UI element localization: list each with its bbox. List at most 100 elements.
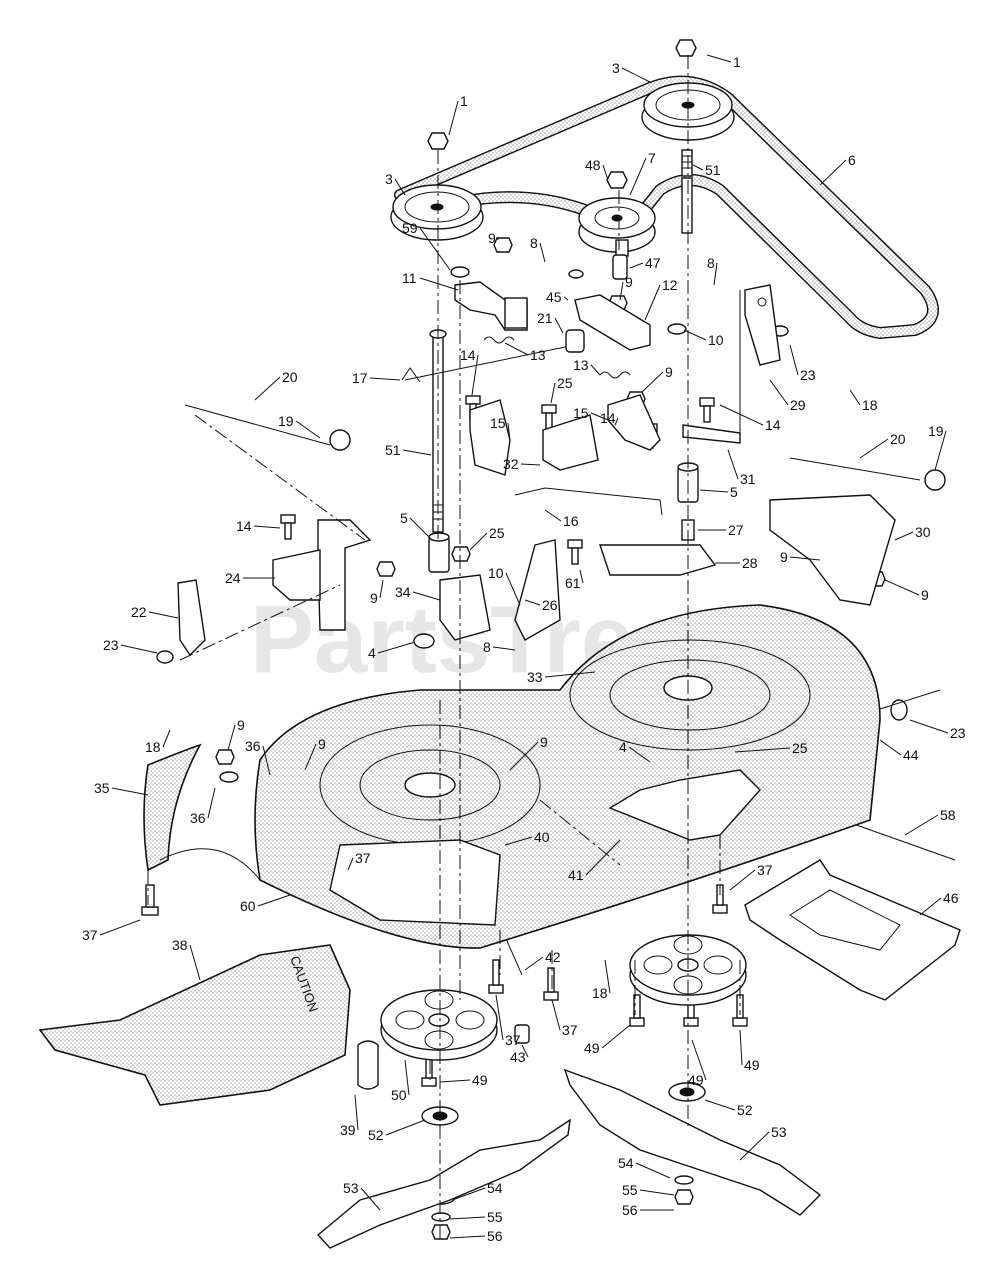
callout-25-leader xyxy=(550,382,556,404)
callout-17-leader xyxy=(369,377,401,381)
callout-14-label: 14 xyxy=(236,518,252,534)
callout-49-leader xyxy=(739,1029,743,1066)
callout-51-label: 51 xyxy=(385,442,401,458)
callout-37-label: 37 xyxy=(82,927,98,943)
blades xyxy=(316,1068,822,1249)
callout-12-label: 12 xyxy=(662,277,678,293)
callout-37-leader xyxy=(551,999,561,1031)
callout-32-leader xyxy=(520,463,541,466)
callout-53-label: 53 xyxy=(343,1180,359,1196)
callout-45-label: 45 xyxy=(546,289,562,305)
callout-45-leader xyxy=(563,296,569,301)
callout-10-label: 10 xyxy=(488,565,504,581)
callout-23-label: 23 xyxy=(800,367,816,383)
bearings xyxy=(421,1082,706,1126)
callout-leaders xyxy=(99,54,949,1239)
callout-39-label: 39 xyxy=(340,1122,356,1138)
callout-37-label: 37 xyxy=(562,1022,578,1038)
callout-14-label: 14 xyxy=(460,347,476,363)
callout-7-leader xyxy=(629,157,647,196)
callout-37-leader xyxy=(347,857,354,871)
callout-10-leader xyxy=(683,329,707,341)
callout-13-label: 13 xyxy=(573,357,589,373)
callout-49-label: 49 xyxy=(744,1057,760,1073)
callout-60-label: 60 xyxy=(240,898,256,914)
callout-9-leader xyxy=(379,579,384,599)
callout-49-leader xyxy=(601,1024,631,1049)
callout-54-leader xyxy=(635,1162,671,1179)
callout-9-leader xyxy=(509,741,539,771)
callout-37-leader xyxy=(99,919,141,936)
callout-26-label: 26 xyxy=(542,597,558,613)
callout-40-leader xyxy=(504,836,533,846)
callout-18-label: 18 xyxy=(592,985,608,1001)
callout-30-label: 30 xyxy=(915,524,931,540)
callout-9-label: 9 xyxy=(780,549,788,565)
callout-49-label: 49 xyxy=(472,1072,488,1088)
mower-deck xyxy=(254,604,881,949)
callout-53-leader xyxy=(360,1187,381,1211)
callout-23-leader xyxy=(120,644,158,654)
callout-18-leader xyxy=(162,729,171,748)
callout-50-label: 50 xyxy=(391,1087,407,1103)
callout-1-leader xyxy=(448,100,459,136)
callout-4-leader xyxy=(628,746,651,763)
callout-14-leader xyxy=(471,354,479,396)
callout-56-label: 56 xyxy=(622,1202,638,1218)
callout-8-label: 8 xyxy=(483,639,491,655)
callout-21-label: 21 xyxy=(537,310,553,326)
callout-47-label: 47 xyxy=(645,255,661,271)
callout-36-leader xyxy=(262,745,271,776)
callout-49-label: 49 xyxy=(584,1040,600,1056)
callout-38-label: 38 xyxy=(172,937,188,953)
callout-56-leader xyxy=(449,1235,486,1239)
callout-25-label: 25 xyxy=(557,375,573,391)
callout-39-leader xyxy=(354,1094,359,1131)
callout-43-label: 43 xyxy=(510,1049,526,1065)
callout-21-leader xyxy=(554,317,564,334)
callout-37-label: 37 xyxy=(355,850,371,866)
callout-44-label: 44 xyxy=(903,747,919,763)
callout-9-label: 9 xyxy=(488,230,496,246)
callout-37-leader xyxy=(495,994,504,1041)
left-guard xyxy=(143,743,261,881)
callout-9-leader xyxy=(227,724,236,751)
callout-9-label: 9 xyxy=(921,587,929,603)
callout-9-leader xyxy=(789,556,821,561)
callout-32-label: 32 xyxy=(503,456,519,472)
discharge-chute: CAUTION xyxy=(38,944,351,1106)
callout-25-label: 25 xyxy=(792,740,808,756)
callout-46-label: 46 xyxy=(943,890,959,906)
callout-5-leader xyxy=(699,489,729,493)
callout-4-label: 4 xyxy=(368,645,376,661)
callout-33-label: 33 xyxy=(527,669,543,685)
callout-59-label: 59 xyxy=(402,220,418,236)
callout-55-leader xyxy=(639,1189,675,1196)
callout-27-label: 27 xyxy=(728,522,744,538)
callout-49-label: 49 xyxy=(688,1072,704,1088)
callout-13-leader xyxy=(504,342,529,356)
callout-18-label: 18 xyxy=(862,397,878,413)
callout-4-leader xyxy=(377,641,416,654)
callout-44-leader xyxy=(879,739,902,756)
callout-9-leader xyxy=(619,281,624,301)
callout-55-label: 55 xyxy=(487,1209,503,1225)
callout-5-label: 5 xyxy=(730,484,738,500)
callout-53-label: 53 xyxy=(771,1124,787,1140)
callout-20-leader xyxy=(859,438,889,459)
callout-9-leader xyxy=(884,579,920,596)
callout-19-label: 19 xyxy=(278,413,294,429)
callout-25-leader xyxy=(734,747,791,753)
callout-18-label: 18 xyxy=(145,739,161,755)
callout-41-label: 41 xyxy=(568,867,584,883)
callout-9-label: 9 xyxy=(318,736,326,752)
callout-47-leader xyxy=(629,262,644,269)
callout-15-label: 15 xyxy=(490,415,506,431)
callout-37-label: 37 xyxy=(505,1032,521,1048)
callout-25-label: 25 xyxy=(489,525,505,541)
callout-6-leader xyxy=(819,159,847,186)
callout-23-label: 23 xyxy=(950,725,966,741)
callout-13-leader xyxy=(590,364,601,376)
callout-35-leader xyxy=(111,787,149,796)
callout-13-label: 13 xyxy=(530,347,546,363)
